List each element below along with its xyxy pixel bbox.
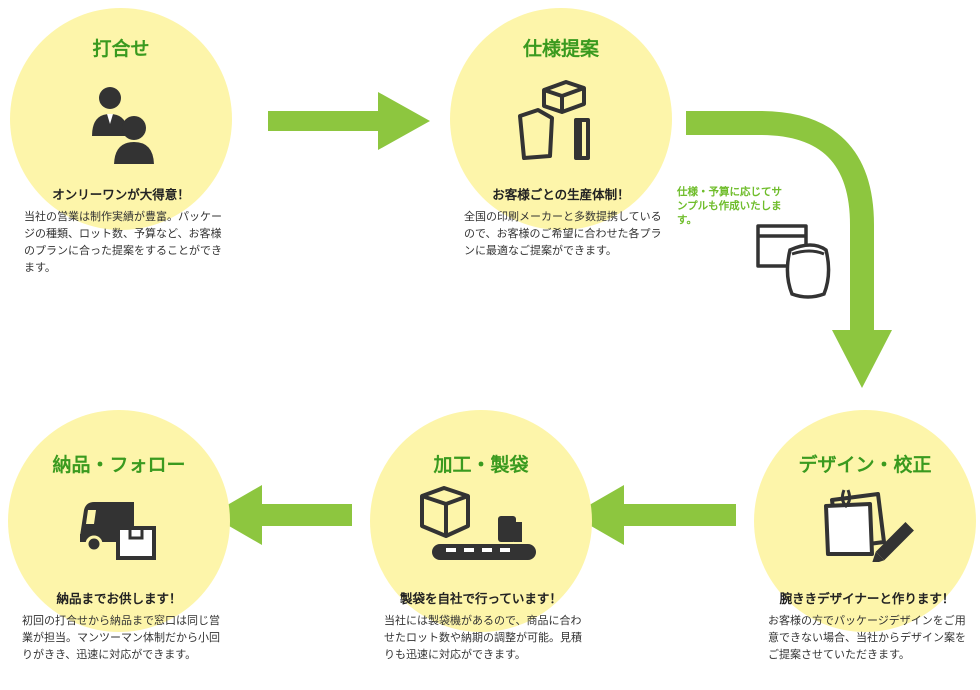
sample-note: 仕様・予算に応じてサンプルも作成いたします。 (677, 186, 782, 226)
package-icon (518, 80, 590, 160)
arrow-step2-to-step3-head (832, 330, 892, 388)
step-headline-processing: 製袋を自社で行っています！ (400, 591, 562, 606)
arrow-step1-to-step2 (268, 92, 430, 150)
step-desc-meeting: 当社の営業は制作実績が豊富。パッケージの種類、ロット数、予算など、お客様のプラン… (24, 210, 222, 274)
step-title-design: デザイン・校正 (798, 454, 932, 476)
delivery-truck-icon (80, 502, 156, 560)
step-desc-proposal: 全国の印刷メーカーと多数提携しているので、お客様のご希望に合わせた各プランに最適… (464, 210, 662, 257)
arrow-step3-to-step4 (572, 485, 736, 545)
conveyor-box-icon (420, 486, 536, 560)
step-desc-processing: 当社には製袋機があるので、商品に合わせたロット数や納期の調整が可能。見積りも迅速… (384, 614, 582, 661)
sample-bags-icon (756, 224, 831, 299)
step-circle-processing (370, 410, 592, 632)
step-title-delivery: 納品・フォロー (52, 454, 186, 476)
step-headline-delivery: 納品までお供します！ (56, 591, 182, 606)
step-headline-proposal: お客様ごとの生産体制！ (492, 187, 630, 202)
step-desc-delivery: 初回の打合せから納品まで窓口は同じ営業が担当。マンツーマン体制だから小回りがきき… (22, 614, 220, 661)
people-icon (92, 87, 154, 164)
step-headline-design: 腕ききデザイナーと作ります！ (779, 591, 955, 606)
step-title-processing: 加工・製袋 (433, 454, 529, 476)
arrow-step2-to-step3 (686, 111, 874, 333)
step-desc-design: お客様の方でパッケージデザインをご用意できない場合、当社からデザイン案をご提案さ… (768, 614, 966, 661)
memo-pencil-icon (824, 489, 914, 562)
step-circle-proposal (450, 8, 672, 230)
arrow-step4-to-step5 (210, 485, 352, 545)
step-title-proposal: 仕様提案 (522, 38, 599, 60)
step-headline-meeting: オンリーワンが大得意！ (52, 187, 190, 202)
step-title-meeting: 打合せ (92, 38, 150, 60)
